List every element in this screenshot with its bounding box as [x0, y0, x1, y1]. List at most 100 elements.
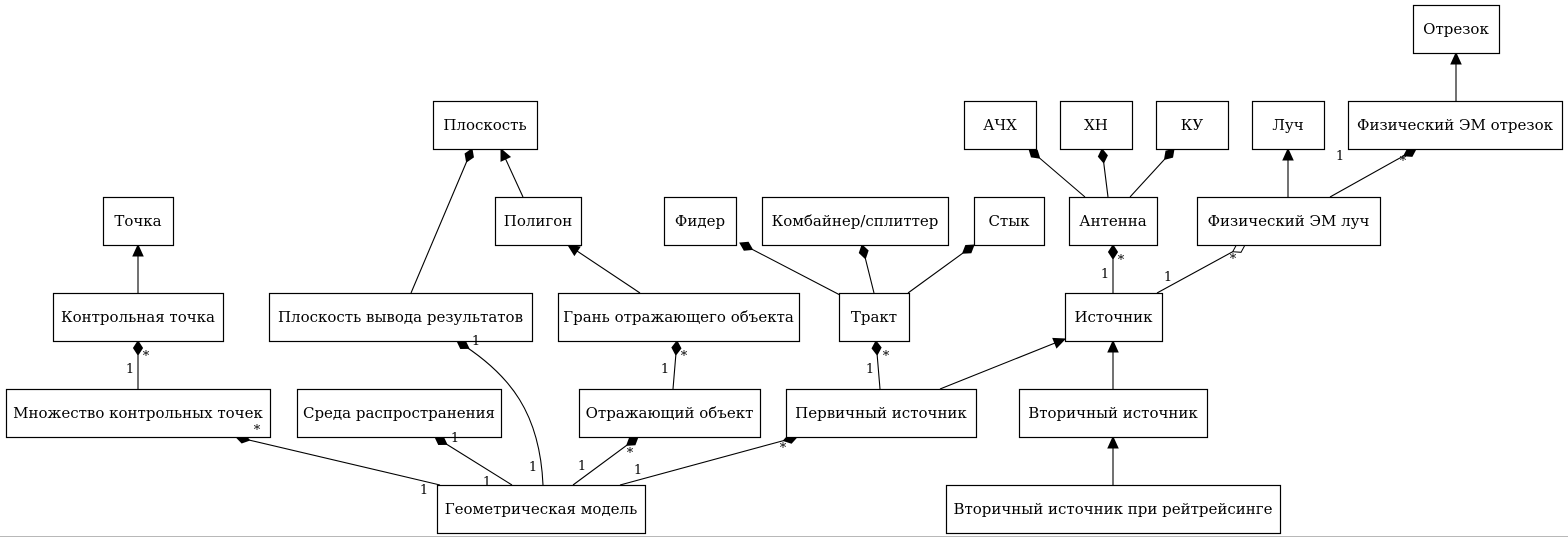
class-box [52, 292, 225, 343]
class-box [494, 196, 583, 247]
class-label: Полигон [504, 212, 573, 230]
class-label: Геометрическая модель [445, 500, 638, 518]
class-node-vtorichnyy-ray: Вторичный источник при рейтрейсинге [945, 484, 1282, 535]
class-label: КУ [1181, 116, 1204, 134]
class-node-otrazhayushchiy: Отражающий объект [578, 388, 762, 439]
class-box [761, 196, 950, 247]
edge-line [567, 244, 641, 294]
edge-generalization [566, 244, 641, 294]
class-node-ku: КУ [1155, 100, 1230, 151]
composition-diamond [625, 436, 639, 446]
edge-composition [739, 241, 841, 296]
edge-line [456, 340, 544, 486]
multiplicity-tail: 1 [634, 463, 642, 478]
edge-composition [907, 244, 975, 294]
edge-composition [871, 340, 882, 390]
multiplicity-tail: 1 [1101, 267, 1109, 282]
edge-composition [1129, 148, 1175, 198]
composition-diamond [858, 244, 869, 260]
class-node-tochka: Точка [102, 196, 175, 247]
multiplicity-tail: 1 [1164, 270, 1172, 285]
generalization-arrowhead [500, 147, 512, 162]
multiplicity-tail: 1 [126, 362, 134, 377]
class-node-antenna: Антенна [1068, 196, 1159, 247]
multiplicity-tail: 1 [578, 459, 586, 474]
generalization-arrowhead [1052, 337, 1067, 349]
composition-diamond [1107, 244, 1119, 260]
class-box [557, 292, 801, 343]
edge-line [410, 148, 473, 294]
edge-composition [619, 433, 798, 486]
class-node-fider: Фидер [663, 196, 738, 247]
composition-diamond [1163, 148, 1175, 161]
composition-diamond [871, 340, 882, 356]
edge-generalization [1107, 339, 1119, 389]
generalization-arrowhead [566, 244, 581, 257]
class-label: АЧХ [983, 116, 1017, 134]
class-node-fiz-em-luch: Физический ЭМ луч [1196, 196, 1382, 247]
class-label: Отражающий объект [586, 404, 754, 422]
class-box [1068, 196, 1159, 247]
multiplicity-head: * [254, 423, 261, 438]
class-box [838, 292, 911, 343]
edge-line [1156, 244, 1246, 294]
class-box [1018, 388, 1209, 439]
multiplicity-head: * [143, 349, 150, 364]
edge-generalization [1450, 51, 1462, 101]
edge-line [434, 436, 513, 486]
generalization-arrowhead [132, 243, 144, 257]
class-node-pervichnyy: Первичный источник [785, 388, 978, 439]
multiplicity-tail: 1 [529, 460, 537, 475]
edge-line [235, 436, 441, 486]
edge-composition [1028, 148, 1086, 198]
multiplicity-head: * [1400, 154, 1407, 169]
class-node-vtorichnyy: Вторичный источник [1018, 388, 1209, 439]
class-label: Первичный источник [795, 404, 967, 422]
class-node-achx: АЧХ [963, 100, 1038, 151]
multiplicity-head: * [1230, 252, 1237, 267]
multiplicity-tail: 1 [420, 483, 428, 498]
composition-diamond [1028, 148, 1041, 159]
class-box [1196, 196, 1382, 247]
class-node-otrezok: Отрезок [1412, 4, 1501, 55]
class-box [1347, 100, 1564, 151]
class-label: Физический ЭМ луч [1208, 212, 1370, 230]
class-box [5, 388, 272, 439]
class-node-sreda: Среда распространения [296, 388, 503, 439]
class-label: Комбайнер/сплиттер [772, 212, 939, 230]
multiplicity-head: * [1118, 253, 1125, 268]
class-box [663, 196, 738, 247]
class-label: Антенна [1079, 212, 1147, 230]
composition-diamond [464, 148, 474, 163]
generalization-arrowhead [1282, 147, 1294, 161]
edge-line [619, 436, 798, 486]
composition-diamond [961, 244, 975, 254]
generalization-arrowhead [1107, 339, 1119, 353]
composition-diamond [1097, 148, 1108, 164]
edge-composition [410, 148, 474, 294]
multiplicity-head: 1 [472, 334, 480, 349]
class-box [945, 484, 1282, 535]
edge-generalization [939, 337, 1067, 390]
class-label: Вторичный источник при рейтрейсинге [953, 500, 1272, 518]
multiplicity-head: * [780, 441, 787, 456]
edge-composition [434, 436, 513, 486]
multiplicity-tail: 1 [483, 475, 491, 490]
edge-composition [1107, 244, 1119, 293]
class-label: Вторичный источник [1028, 404, 1198, 422]
edge-generalization [500, 147, 524, 198]
bottom-border [0, 536, 1568, 537]
class-label: Источник [1074, 308, 1153, 326]
class-node-gran: Грань отражающего объекта [557, 292, 801, 343]
class-label: Луч [1272, 116, 1303, 134]
class-box [1064, 292, 1164, 343]
class-box [963, 100, 1038, 151]
class-label: Плоскость [443, 116, 526, 134]
composition-diamond [671, 340, 682, 356]
class-node-mnozhestvo: Множество контрольных точек [5, 388, 272, 439]
class-box [1251, 100, 1326, 151]
class-node-poligon: Полигон [494, 196, 583, 247]
class-node-xn: ХН [1059, 100, 1134, 151]
